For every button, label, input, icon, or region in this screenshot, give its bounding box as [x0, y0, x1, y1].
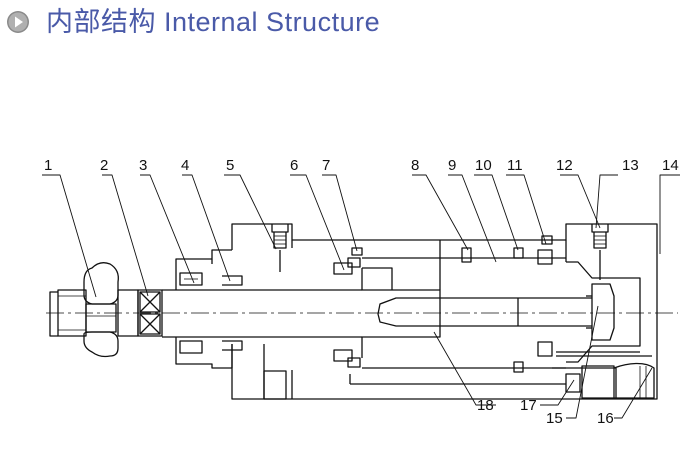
label-4: 4	[181, 157, 189, 174]
label-10: 10	[475, 157, 492, 174]
label-12: 12	[556, 157, 573, 174]
label-6: 6	[290, 157, 298, 174]
label-18: 18	[477, 397, 494, 414]
label-2: 2	[100, 157, 108, 174]
cylinder-body	[231, 223, 658, 400]
label-5: 5	[226, 157, 234, 174]
label-11: 11	[507, 157, 523, 174]
label-8: 8	[411, 157, 419, 174]
label-7: 7	[322, 157, 330, 174]
label-3: 3	[139, 157, 147, 174]
label-17: 17	[520, 397, 537, 414]
label-15: 15	[546, 410, 563, 427]
play-circle-icon	[7, 11, 29, 33]
label-13: 13	[622, 157, 639, 174]
page-title: 内部结构 Internal Structure	[46, 7, 381, 37]
label-14: 14	[662, 157, 679, 174]
label-1: 1	[44, 157, 52, 174]
nut	[83, 262, 119, 305]
section-header: 内部结构 Internal Structure	[0, 0, 700, 44]
label-9: 9	[448, 157, 456, 174]
label-16: 16	[597, 410, 614, 427]
